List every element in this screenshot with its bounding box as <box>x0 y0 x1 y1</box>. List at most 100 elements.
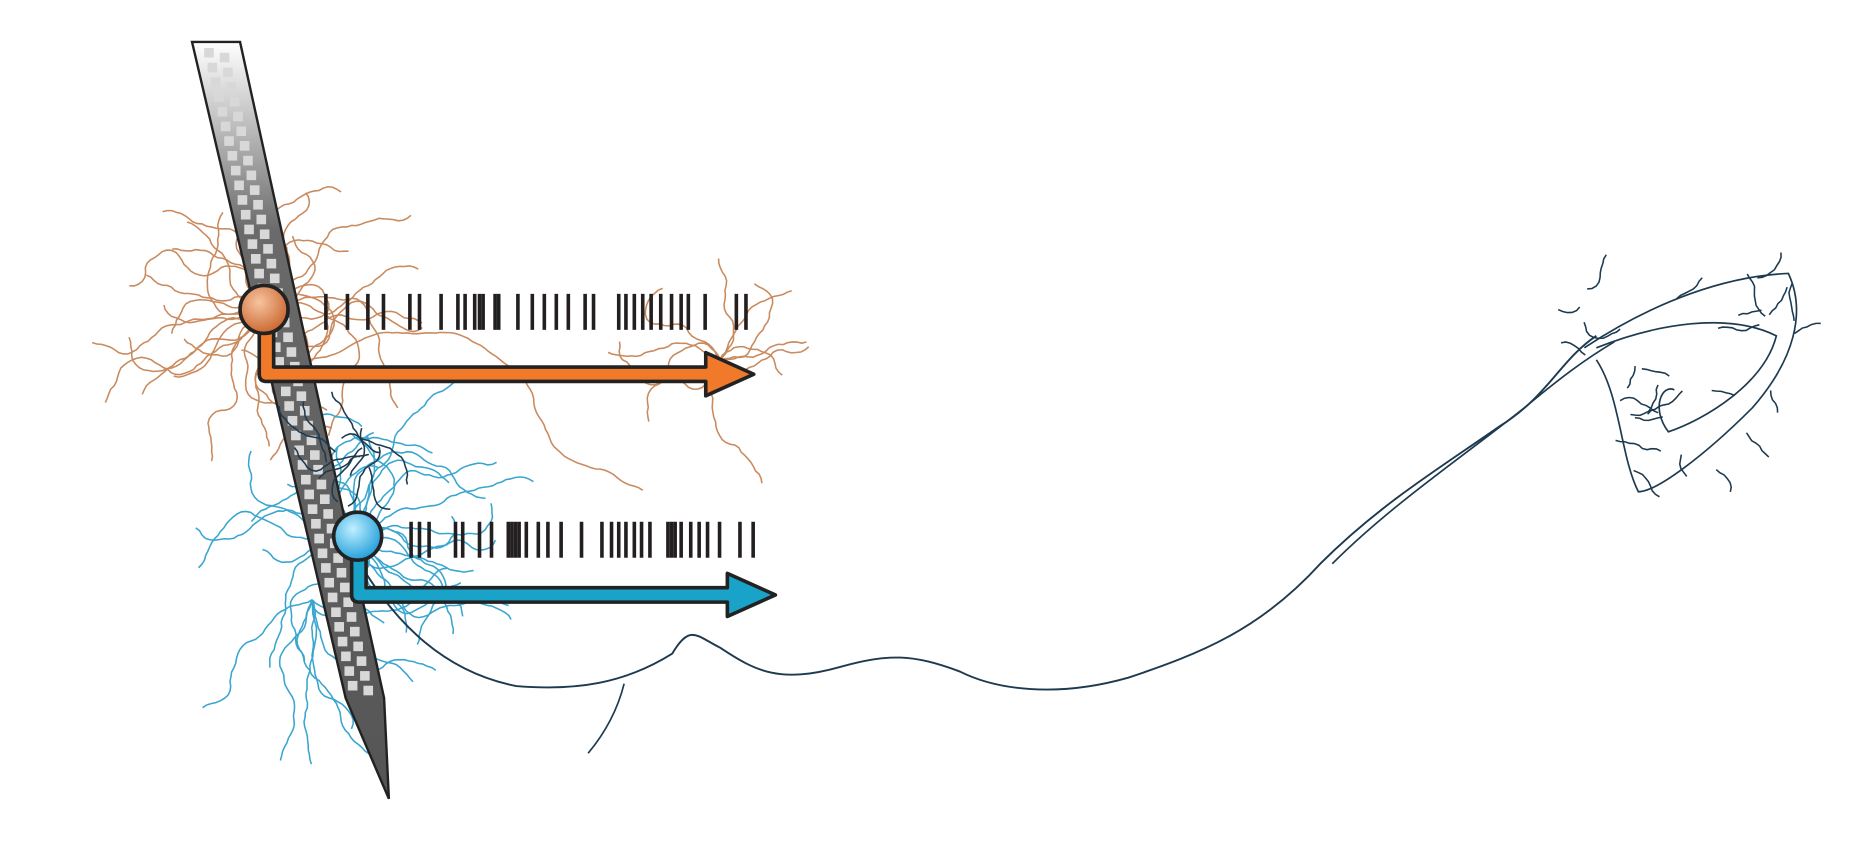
neuron-2-dendrite <box>357 476 534 537</box>
neuron-2-spike <box>489 521 494 558</box>
axon-twig <box>1715 468 1733 493</box>
probe-site <box>219 52 230 63</box>
probe-site <box>224 136 234 146</box>
probe-site <box>256 214 267 225</box>
neuron-2-spike <box>632 521 637 558</box>
axon-twig <box>1587 254 1607 290</box>
probe-site <box>311 518 321 529</box>
neuron-2-spike <box>559 521 563 558</box>
neuron-1-spike <box>658 293 663 330</box>
neuron-2-output-arrow <box>349 530 778 619</box>
axon-twig <box>1641 368 1670 377</box>
probe-site <box>319 494 330 505</box>
neuron-2-spike <box>705 521 710 558</box>
probe-site <box>214 92 224 102</box>
probe-site <box>346 612 357 622</box>
axon-collateral <box>330 391 381 454</box>
neuron-2-spike <box>666 521 670 558</box>
neuron-2-dendrite <box>278 599 313 761</box>
neuron-1-spike <box>624 293 628 330</box>
probe-site <box>360 671 370 681</box>
neuron-1-spike <box>632 293 637 330</box>
neuron-1-spike <box>616 293 621 330</box>
neuron-1-spike <box>472 293 477 330</box>
axon-twig <box>1583 322 1621 340</box>
axon-terminal <box>1583 272 1798 493</box>
probe-site <box>363 685 374 696</box>
neuron-2-spike <box>624 521 628 558</box>
neuron-2-spike <box>453 521 458 558</box>
neuron-1-spike <box>408 293 412 330</box>
neuron-1-spike <box>554 293 559 330</box>
probe-site <box>246 170 257 181</box>
neuron-1-dendrite <box>91 308 265 355</box>
neuron-1-dendrites <box>91 185 810 491</box>
axon-collateral <box>302 401 328 463</box>
probe-site <box>297 460 308 470</box>
neuron-1-spike <box>669 293 674 330</box>
axon-twig <box>1768 286 1788 316</box>
axon-collateral <box>318 453 370 479</box>
neuron-2-spike <box>417 521 422 558</box>
probe-site <box>239 141 250 151</box>
axon-twig <box>1630 384 1659 417</box>
neuron-1-spike <box>649 293 653 330</box>
neuron-2-dendrite <box>356 461 497 537</box>
neuron-2-spike <box>506 521 511 558</box>
neuron-2-dendrite <box>357 526 447 645</box>
probe-site <box>347 680 358 691</box>
probe-site <box>334 622 344 632</box>
neuron-1-spike <box>703 293 707 330</box>
axon-twig <box>1745 432 1770 458</box>
neuron-2-spike <box>524 521 529 558</box>
probe-site <box>237 195 248 205</box>
probe-site <box>307 504 318 514</box>
neuron-2-spike <box>546 521 550 558</box>
neuron-1-spike <box>463 293 467 330</box>
neuron-1-spike <box>542 293 547 330</box>
axon-twig <box>1788 283 1795 321</box>
probe-site <box>284 401 294 411</box>
probe-site <box>247 239 258 249</box>
probe-site <box>234 180 244 191</box>
axon-twig <box>1615 439 1662 452</box>
axon-collateral <box>278 406 336 453</box>
neuron-2-spike <box>409 521 413 558</box>
probe-site <box>274 357 284 367</box>
neuron-1-dendrite <box>646 342 721 422</box>
neuron-1-spike <box>493 293 497 330</box>
neuron-1-spike <box>744 293 748 330</box>
neuron-2-spike <box>717 521 722 558</box>
probe-site <box>301 474 311 485</box>
probe-site <box>291 430 301 441</box>
neuron-1-spike <box>381 293 386 330</box>
spike-trains <box>324 293 755 558</box>
probe-site <box>306 435 317 446</box>
neuron-2-dendrite <box>202 599 313 709</box>
probe-site <box>317 548 328 559</box>
axon-twig <box>1633 469 1660 498</box>
neuron-2-spike <box>579 521 584 558</box>
axon-branch <box>1331 341 1615 565</box>
probe-site <box>244 224 254 235</box>
neuron-1-dendrite <box>607 342 721 361</box>
probe-site <box>236 126 247 137</box>
neuron-2-spike <box>616 521 621 558</box>
neuron-2-spike <box>751 521 755 558</box>
probe-site <box>233 111 243 122</box>
probe-site <box>229 96 240 107</box>
axon-twig <box>1634 416 1663 422</box>
neuron-2-spike <box>609 521 614 558</box>
neuron-1-spike <box>734 293 739 330</box>
axon-twig <box>1647 390 1683 415</box>
probe-site <box>250 254 261 264</box>
neuron-1-dendrite <box>719 283 774 361</box>
axon-twig <box>1717 324 1760 332</box>
axon-twig <box>1757 252 1782 279</box>
neuron-1-dendrite <box>141 309 265 395</box>
probe-site <box>287 415 298 426</box>
axon-twig <box>1619 396 1659 414</box>
neuron-2-dendrite <box>296 599 379 757</box>
probe-site <box>310 450 320 460</box>
axon-collateral <box>341 433 409 485</box>
